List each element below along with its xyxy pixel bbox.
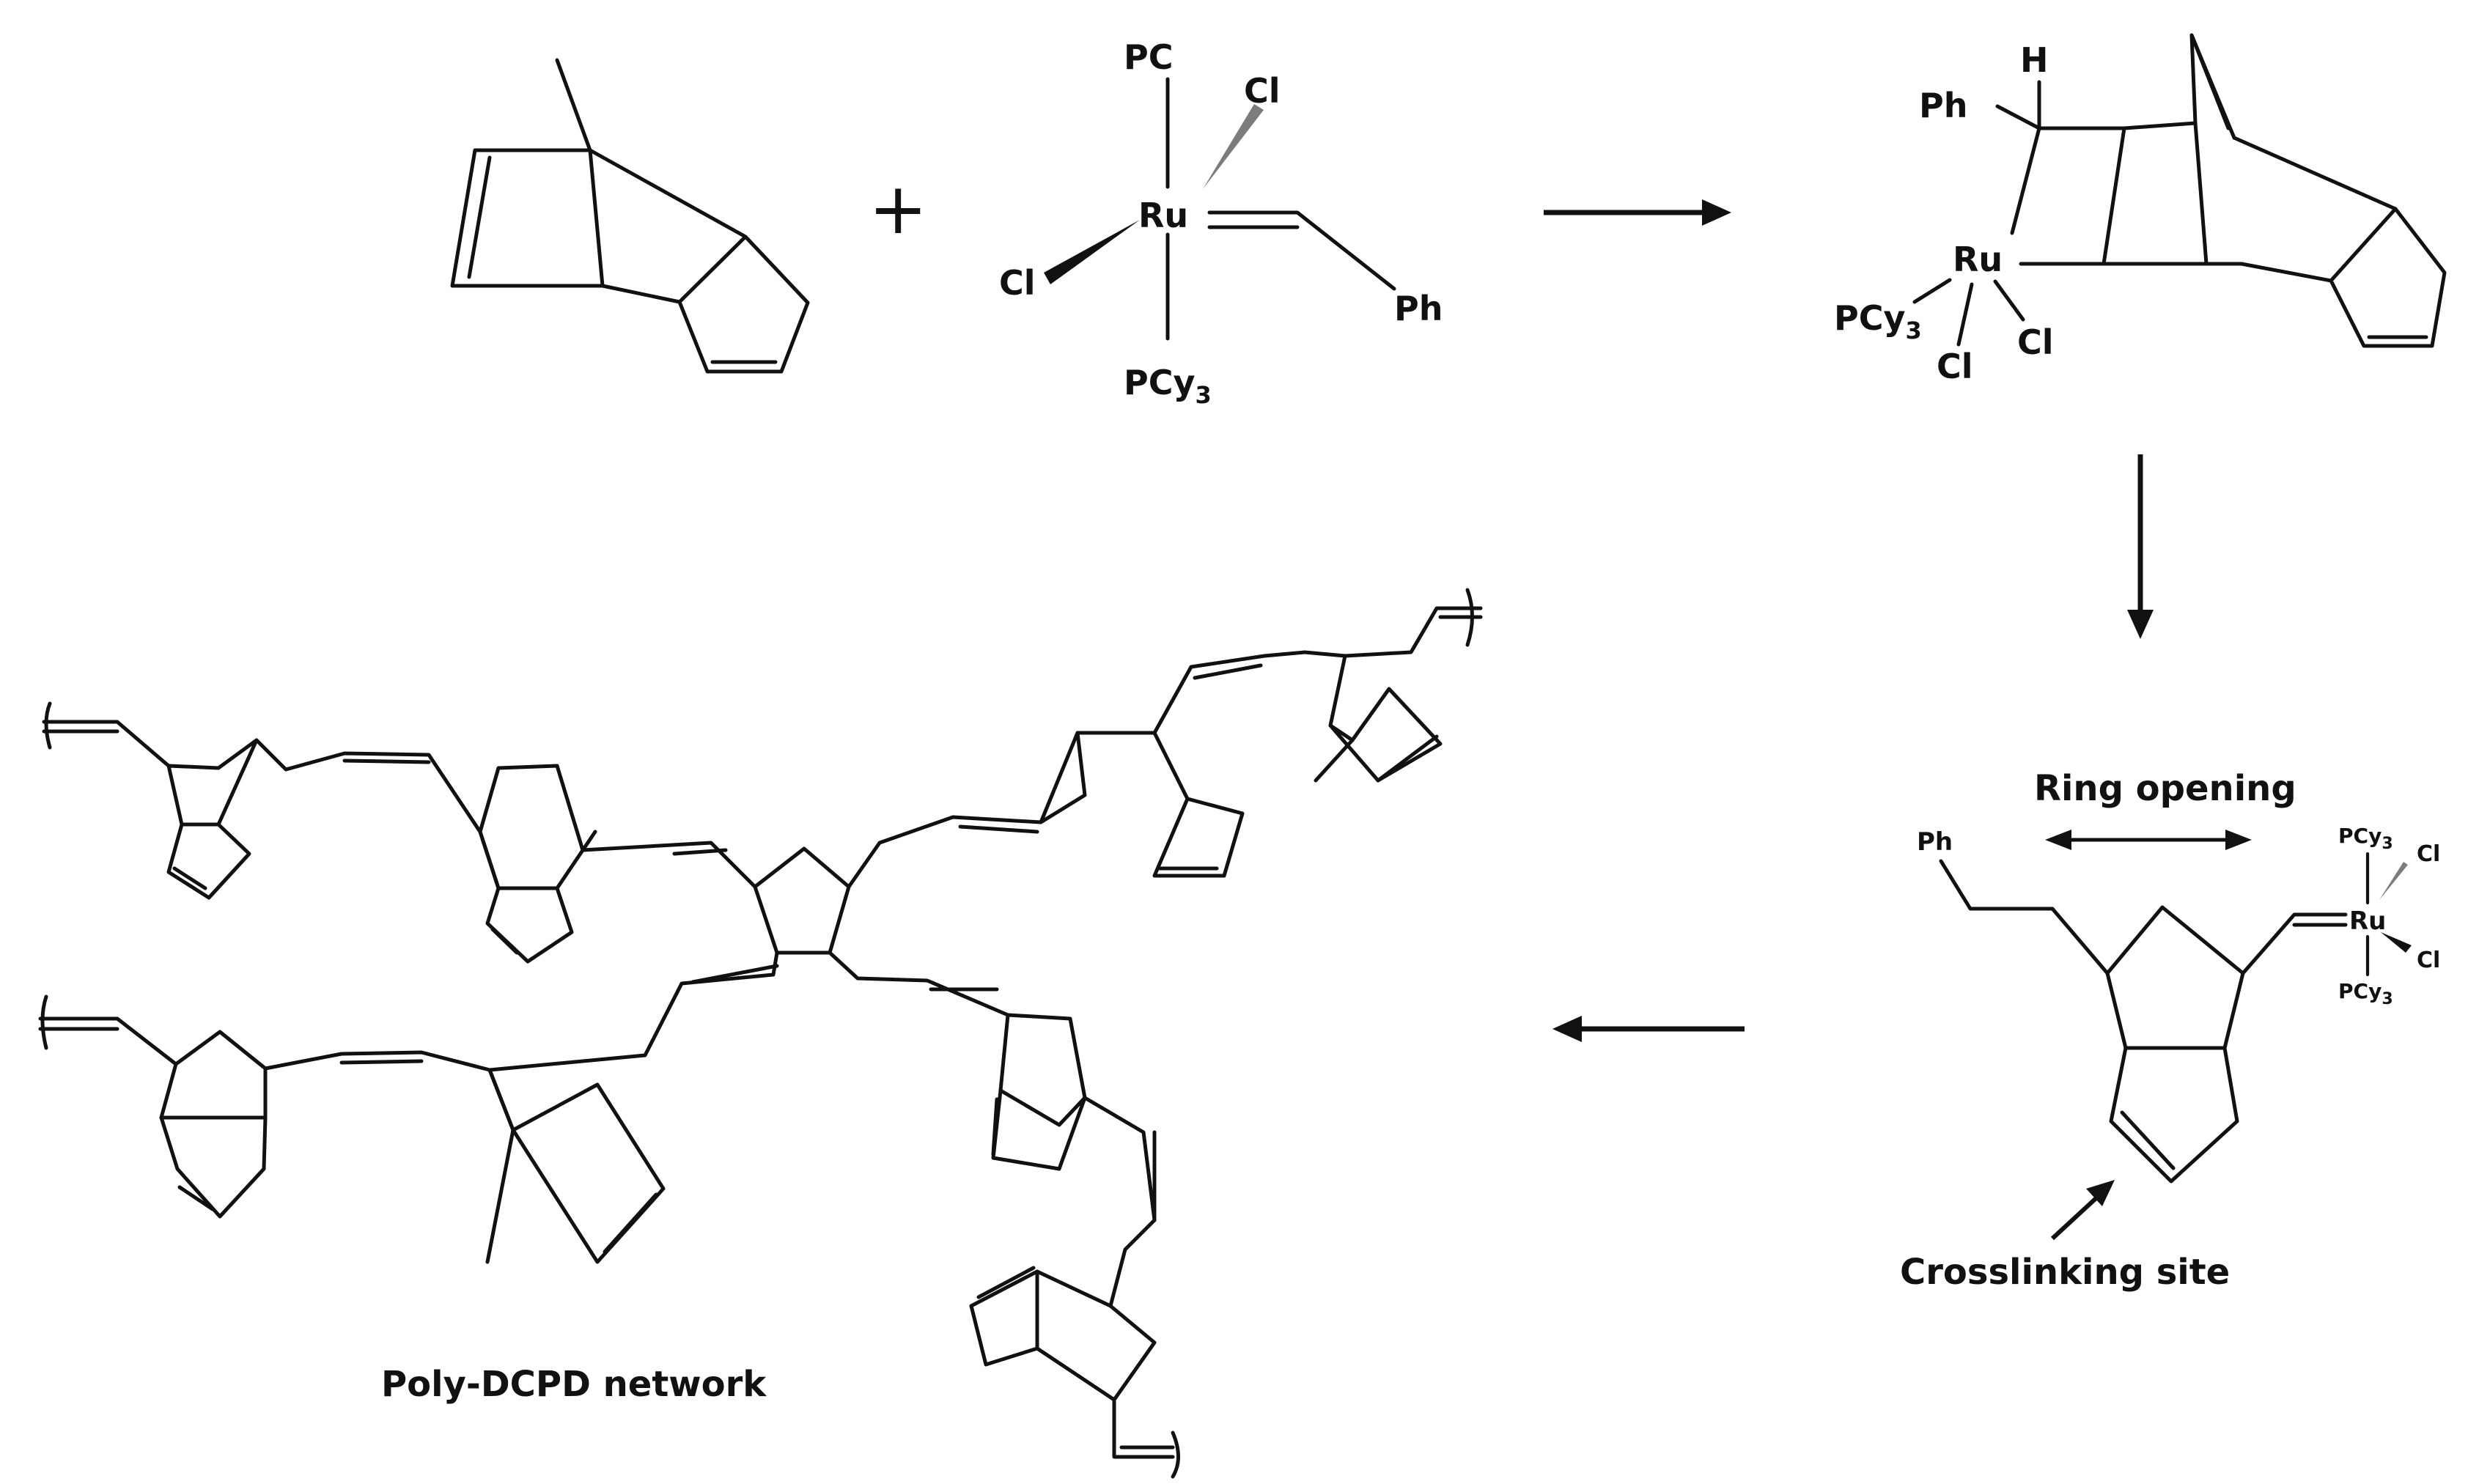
chloride-label-a: Cl: [2417, 841, 2440, 867]
phosphine-top-label: PCy3: [2338, 824, 2393, 853]
solid-wedge: [1044, 220, 1140, 284]
reaction-arrow-right: [1544, 199, 1731, 226]
grubbs-catalyst: PC Cl Ru Cl Ph PCy3: [999, 37, 1443, 409]
phenyl-label: Ph: [1919, 86, 1967, 125]
crosslinking-site-label: Crosslinking site: [1900, 1252, 2230, 1293]
phosphine-bottom-label: PCy3: [2338, 979, 2393, 1008]
poly-dcpd-network-label: Poly-DCPD network: [381, 1364, 767, 1405]
hydrogen-label: H: [2020, 40, 2049, 80]
poly-dcpd-network: Poly-DCPD network: [38, 588, 1483, 1479]
hashed-wedge: [1203, 104, 1264, 189]
ruthenium-label: Ru: [2349, 907, 2386, 936]
ruthenium-label: Ru: [1138, 196, 1188, 235]
ligand-bottom-label: PCy3: [1124, 363, 1212, 409]
chloride-label-b: Cl: [2017, 322, 2054, 362]
chloride-left-label: Cl: [999, 263, 1036, 303]
reaction-arrow-down: [2127, 454, 2154, 639]
ring-opened-species: Ring opening Ph Ru PCy3 PCy3 Cl Cl Cross…: [1900, 768, 2440, 1293]
phenyl-label: Ph: [1394, 289, 1443, 328]
ring-opening-label: Ring opening: [2034, 768, 2296, 809]
phenyl-label: Ph: [1917, 827, 1953, 857]
phosphine-label: PCy3: [1834, 298, 1922, 344]
chloride-label-b: Cl: [2417, 948, 2440, 973]
metallacycle-intermediate: H Ph Ru PCy3 Cl Cl: [1834, 33, 2447, 386]
plus-sign: +: [869, 168, 927, 250]
crosslink-pointer-arrow: [2050, 1180, 2115, 1241]
reaction-arrow-left: [1552, 1016, 1745, 1042]
ruthenium-label: Ru: [1953, 240, 2003, 279]
chloride-top-label: Cl: [1244, 71, 1281, 111]
double-headed-arrow: [2045, 830, 2252, 850]
dcpd-monomer: [450, 58, 810, 374]
ligand-top-label: PC: [1124, 37, 1173, 77]
chloride-label-a: Cl: [1937, 347, 1973, 386]
